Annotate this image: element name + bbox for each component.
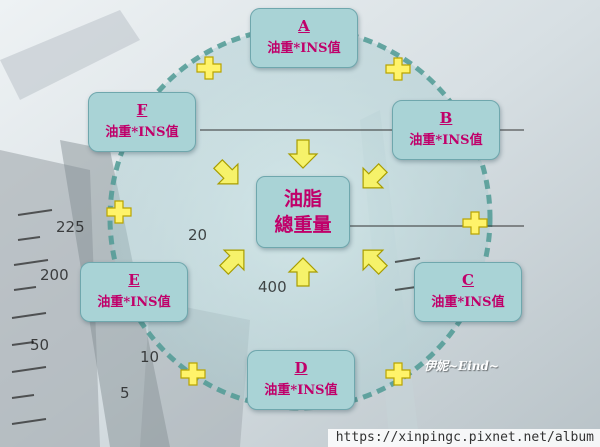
box-b-letter: B xyxy=(439,109,453,127)
plus-icon xyxy=(385,57,411,81)
box-e: E 油重*INS值 xyxy=(80,262,188,322)
tick-label-20: 20 xyxy=(188,226,207,244)
box-f-formula: 油重*INS值 xyxy=(105,125,179,140)
box-f-letter: F xyxy=(136,101,148,119)
box-c: C 油重*INS值 xyxy=(414,262,522,322)
box-e-formula: 油重*INS值 xyxy=(97,295,171,310)
center-line-1: 油脂 xyxy=(283,188,322,210)
plus-icon xyxy=(385,362,411,386)
plus-icon xyxy=(180,362,206,386)
box-d-formula: 油重*INS值 xyxy=(264,383,338,398)
box-d-letter: D xyxy=(294,359,308,377)
plus-icon xyxy=(196,56,222,80)
center-line-2: 總重量 xyxy=(274,214,332,236)
arrow-icon xyxy=(213,159,239,185)
tick-label-5: 5 xyxy=(120,384,130,402)
box-d: D 油重*INS值 xyxy=(247,350,355,410)
box-a: A 油重*INS值 xyxy=(250,8,358,68)
box-c-letter: C xyxy=(462,271,474,289)
arrow-icon xyxy=(219,249,245,275)
box-a-formula: 油重*INS值 xyxy=(267,41,341,56)
tick-label-400: 400 xyxy=(258,278,287,296)
box-f: F 油重*INS值 xyxy=(88,92,196,152)
arrow-icon xyxy=(362,163,388,189)
plus-icon xyxy=(462,211,488,235)
box-b-formula: 油重*INS值 xyxy=(409,133,483,148)
box-e-letter: E xyxy=(128,271,140,289)
total-oil-weight-box: 油脂 總重量 xyxy=(256,176,350,248)
watermark-url: https://xinpingc.pixnet.net/album xyxy=(327,429,600,447)
arrow-icon xyxy=(287,139,319,169)
tick-label-10: 10 xyxy=(140,348,159,366)
box-a-letter: A xyxy=(298,17,310,35)
signature: 伊妮~Eind~ xyxy=(424,359,499,373)
tick-label-200: 200 xyxy=(40,266,69,284)
tick-label-225: 225 xyxy=(56,218,85,236)
arrow-icon xyxy=(287,257,319,287)
plus-icon xyxy=(106,200,132,224)
box-c-formula: 油重*INS值 xyxy=(431,295,505,310)
tick-label-50: 50 xyxy=(30,336,49,354)
arrow-icon xyxy=(362,249,388,275)
box-b: B 油重*INS值 xyxy=(392,100,500,160)
